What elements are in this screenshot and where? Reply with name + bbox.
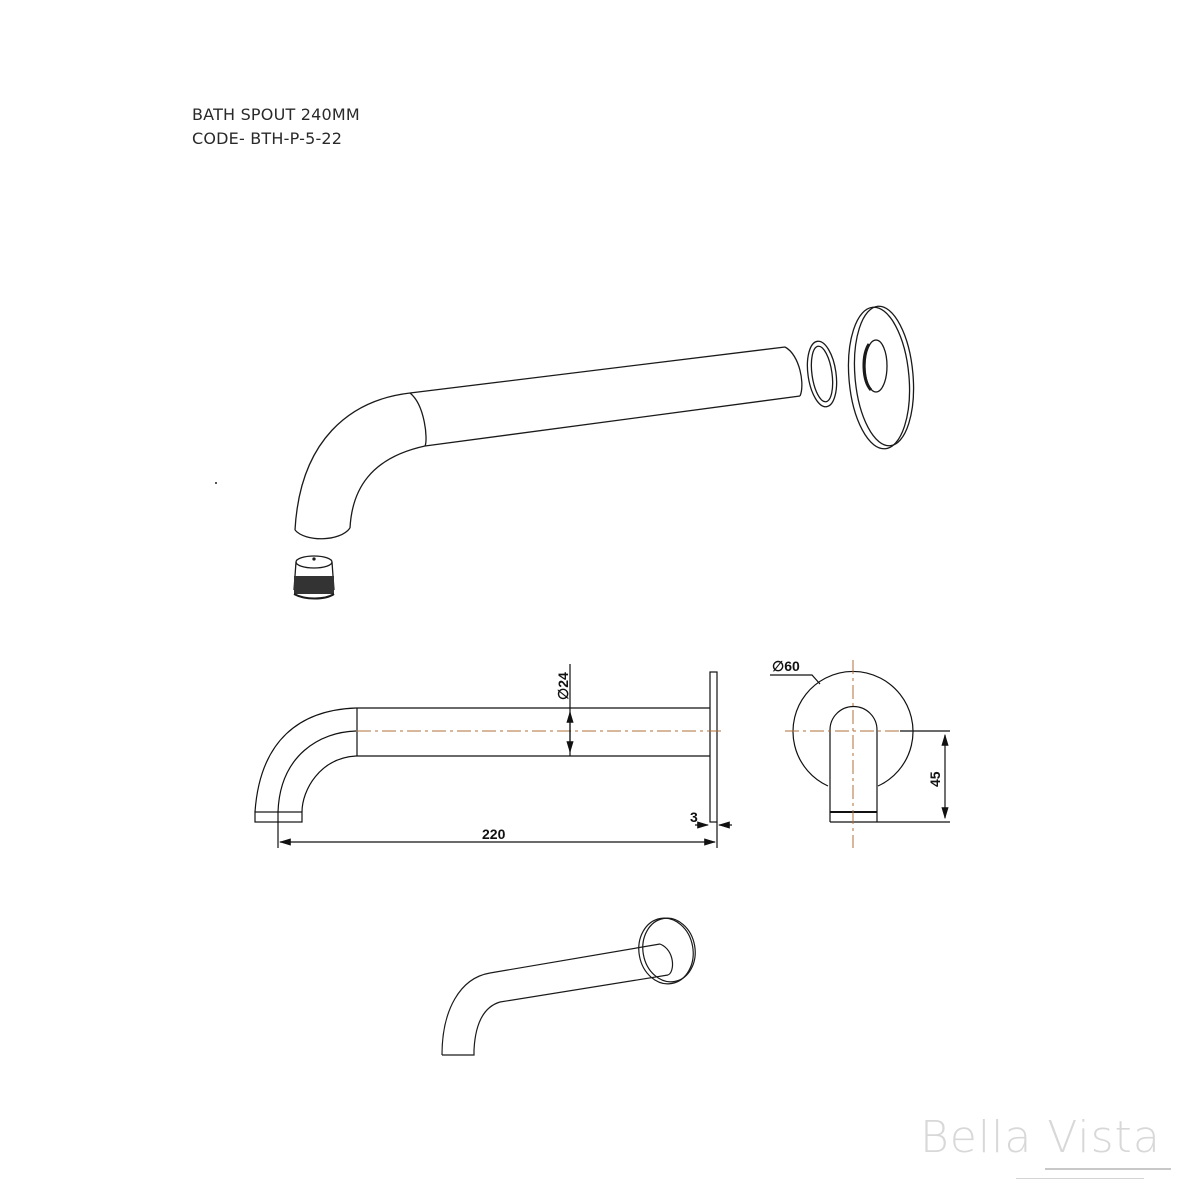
product-name: BATH SPOUT 240MM [192, 105, 360, 124]
title-block: BATH SPOUT 240MM CODE- BTH-P-5-22 [192, 103, 360, 151]
assembled-view [441, 917, 696, 1056]
dim-height-45: 45 [927, 771, 943, 787]
spout-body [294, 346, 803, 540]
brand-underline [1045, 1168, 1171, 1170]
dim-diameter-60: ∅60 [772, 658, 800, 674]
dim-thickness-3: 3 [690, 809, 698, 825]
exploded-view [293, 305, 915, 600]
wall-flange [847, 305, 915, 450]
aerator [293, 555, 335, 600]
product-code: CODE- BTH-P-5-22 [192, 129, 343, 148]
o-ring [806, 340, 838, 408]
side-elevation [254, 664, 732, 848]
brand-logo: Bella Vista [920, 1112, 1161, 1163]
dim-diameter-24: ∅24 [555, 672, 571, 700]
dim-length-220: 220 [482, 826, 506, 842]
front-elevation [770, 660, 950, 848]
brand-underline-secondary [1016, 1178, 1144, 1179]
